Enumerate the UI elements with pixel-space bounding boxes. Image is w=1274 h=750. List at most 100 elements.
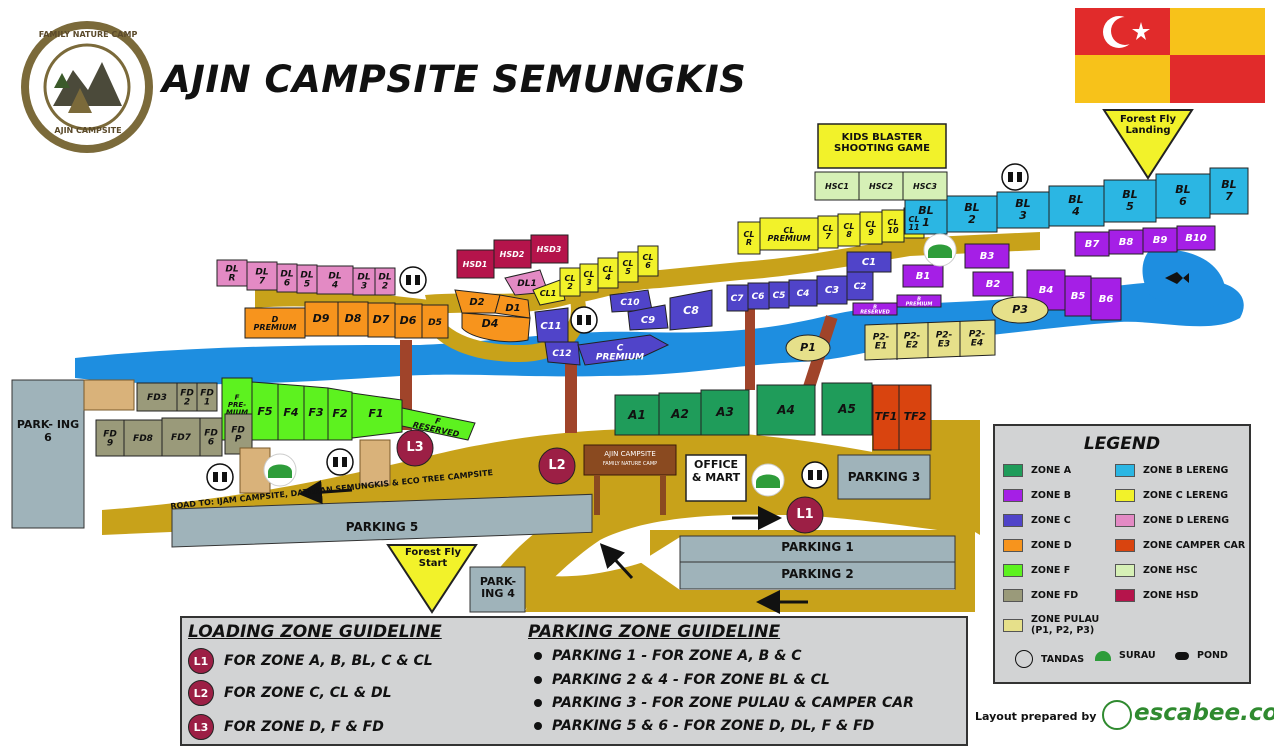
lot-label: C1 — [862, 257, 876, 268]
forest-fly-start-label: Forest Fly Start — [405, 547, 462, 569]
lot-b-reserved — [852, 302, 898, 316]
lot-c-premium — [577, 334, 670, 366]
credit-brand: escabee.com — [1134, 700, 1274, 726]
kids-blaster-box — [817, 123, 947, 169]
ramp-3 — [83, 379, 135, 411]
lot-label: A4 — [776, 403, 795, 417]
legend-swatch — [1003, 489, 1023, 502]
lot-f2 — [327, 387, 353, 441]
lot-label: HSC3 — [913, 182, 937, 191]
lot-tf1 — [872, 384, 900, 451]
legend-icon-pond: POND — [1175, 650, 1228, 661]
lot-label: F4 — [283, 406, 298, 419]
legend-swatch — [1115, 489, 1135, 502]
lot-label: D8 — [345, 312, 362, 325]
river — [75, 280, 1244, 385]
lot-dl2 — [374, 267, 396, 296]
tandas-icon-2 — [570, 306, 598, 334]
lot-fd9 — [95, 419, 125, 457]
legend-label: ZONE FD — [1031, 590, 1079, 601]
lot-c4 — [788, 279, 818, 307]
legend-swatch — [1115, 589, 1135, 602]
tandas-icon-5 — [801, 461, 829, 489]
parking-2 — [679, 561, 956, 590]
lot-label: P2-E3 — [936, 330, 953, 349]
lot-label: P1 — [800, 341, 816, 354]
surau-icon-2 — [751, 463, 785, 497]
legend-swatch — [1003, 464, 1023, 477]
legend-item: ZONE B — [1003, 489, 1071, 502]
legend-swatch — [1115, 514, 1135, 527]
credit-text: Layout prepared by — [975, 710, 1097, 723]
lot-label: C12 — [552, 349, 571, 359]
lot-c2 — [846, 271, 874, 301]
lot-label: TF2 — [904, 410, 927, 423]
lot-label: C4 — [797, 289, 810, 299]
legend-item: ZONE F — [1003, 564, 1070, 577]
tandas-icon-3 — [206, 463, 234, 491]
lot-label: D5 — [428, 318, 442, 328]
lot-dl7 — [246, 261, 278, 291]
lot-label: D2 — [469, 297, 484, 308]
legend-swatch — [1003, 564, 1023, 577]
lot-label: FD3 — [147, 393, 167, 403]
lot-d-premium — [244, 307, 306, 339]
lot-label: HSD1 — [463, 260, 488, 269]
lot-label: TF1 — [875, 410, 898, 423]
lot-label: FD8 — [133, 434, 153, 444]
legend-item: ZONE B LERENG — [1115, 464, 1228, 477]
lot-c8 — [669, 289, 713, 331]
lot-fd3 — [136, 382, 178, 412]
lot-d9 — [304, 301, 339, 337]
loading-l3-label: L3 — [406, 440, 424, 455]
legend-label: ZONE D — [1031, 540, 1072, 551]
legend-item: ZONE D LERENG — [1115, 514, 1229, 527]
lot-label: HSC2 — [869, 182, 893, 191]
lot-label: FD7 — [171, 433, 192, 443]
lot-tf2 — [898, 384, 932, 451]
lot-label: P2-E2 — [904, 331, 921, 350]
parking-4-label: PARK- ING 4 — [479, 575, 517, 600]
lot-cl-premium — [759, 217, 819, 251]
state-flag — [1075, 8, 1265, 103]
lot-bl7 — [1209, 167, 1249, 215]
legend-swatch — [1115, 464, 1135, 477]
parking-guide-title: PARKING ZONE GUIDELINE — [528, 622, 781, 642]
legend-icon-surau: SURAU — [1095, 650, 1156, 661]
lot-c1 — [846, 251, 892, 273]
lot-dl-r — [216, 259, 248, 287]
lot-label: C5 — [773, 291, 786, 301]
lot-hsd3 — [530, 234, 569, 264]
lot-label: C8 — [683, 304, 699, 317]
lot-label: B8 — [1119, 237, 1134, 248]
road-arrow-left — [298, 480, 353, 505]
loading-l2-label: L2 — [548, 458, 566, 473]
lot-label: C11 — [540, 321, 561, 332]
parking-guide-row-4: PARKING 5 & 6 - FOR ZONE D, DL, F & FD — [534, 718, 874, 734]
legend-swatch — [1115, 539, 1135, 552]
parking-4 — [469, 566, 526, 613]
legend-label: ZONE PULAU(P1, P2, P3) — [1031, 614, 1100, 636]
parking-6-label: PARK- ING 6 — [16, 418, 80, 444]
loading-l2 — [538, 447, 576, 485]
logo-text-top: FAMILY NATURE CAMP — [38, 30, 138, 39]
lot-fd7 — [161, 417, 201, 457]
legend-swatch — [1003, 514, 1023, 527]
lot-label: F3 — [308, 406, 324, 419]
